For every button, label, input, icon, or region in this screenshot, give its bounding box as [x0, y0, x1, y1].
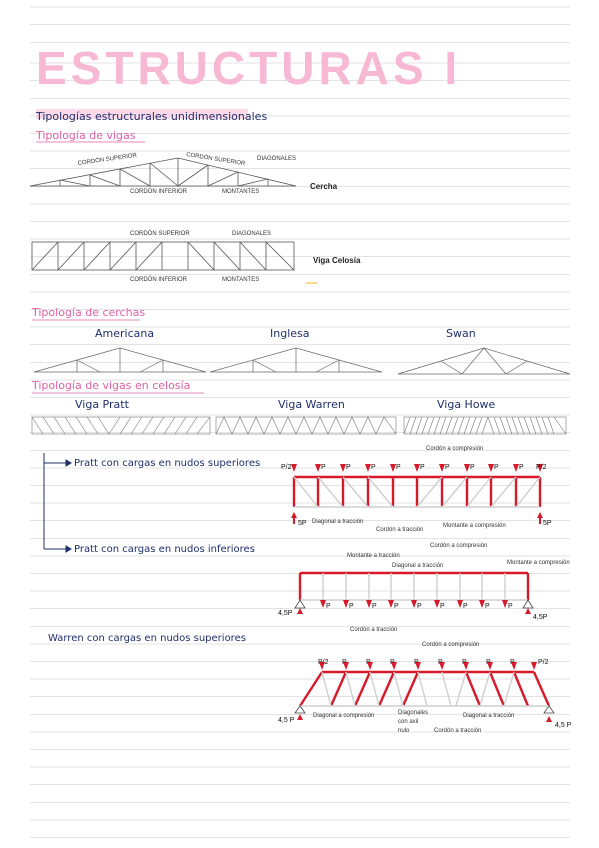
- load-p: P: [366, 659, 371, 666]
- label-cordon-superior-1: CORDÓN SUPERIOR: [77, 152, 138, 167]
- load-p: P: [510, 659, 515, 666]
- section-celosia: Tipología de vigas en celosía: [31, 379, 190, 392]
- load-p-half-right: P/2: [538, 659, 549, 666]
- label-diagonales-1: DIAGONALES: [257, 156, 296, 162]
- load-p: P: [396, 464, 401, 471]
- reaction-45p-left: 4,5P: [278, 610, 293, 617]
- cercha-name-inglesa: Inglesa: [270, 327, 310, 340]
- load-p: P: [342, 659, 347, 666]
- cercha-name-americana: Americana: [95, 327, 154, 340]
- load-p: P: [519, 464, 524, 471]
- load-p-half-left: P/2: [281, 464, 292, 471]
- section-vigas: Tipología de vigas: [35, 129, 136, 142]
- label-diagonal-compresion: Diagonal a compresión: [313, 713, 374, 719]
- label-montantes-2: MONTANTES: [222, 277, 259, 283]
- reaction-45p-right: 4,5 P: [555, 722, 572, 729]
- reaction-45p-right: 4,5P: [533, 614, 548, 621]
- load-p-half-left: P/2: [318, 659, 329, 666]
- case-pratt-superior: Pratt con cargas en nudos superiores: [74, 458, 260, 469]
- load-p: P: [485, 603, 490, 610]
- diagram-pratt-inferior: 4,5P 4,5P P P P P P P P P P Cordón a com…: [278, 543, 570, 633]
- label-cordon-superior-2: CORDÓN SUPERIOR: [186, 151, 247, 167]
- load-p: P: [440, 603, 445, 610]
- load-p: P: [463, 603, 468, 610]
- case-connector: [43, 453, 72, 553]
- subtitle-highlight: [36, 109, 248, 119]
- load-p: P: [394, 603, 399, 610]
- section-cerchas: Tipología de cerchas: [31, 306, 145, 319]
- load-p: P: [445, 464, 450, 471]
- label-cordon-inferior-1: CORDÓN INFERIOR: [130, 188, 188, 195]
- label-cordon-compresion: Cordón a compresión: [422, 642, 479, 648]
- label-con-axil: con axil: [398, 719, 418, 725]
- case-warren-superior: Warren con cargas en nudos superiores: [48, 633, 246, 644]
- label-cordon-superior-3: CORDÓN SUPERIOR: [130, 230, 190, 237]
- load-p: P: [417, 603, 422, 610]
- load-p: P: [462, 659, 467, 666]
- label-montante-compresion: Montante a compresión: [443, 523, 506, 529]
- load-p: P: [414, 659, 419, 666]
- load-p: P: [486, 659, 491, 666]
- load-p: P: [438, 659, 443, 666]
- reaction-5p-left: 5P: [298, 520, 307, 527]
- viga-celosia-truss: [31, 241, 295, 271]
- label-cordon-compresion: Cordón a compresión: [426, 446, 483, 452]
- label-diagonal-traccion: Diagonal a tracción: [312, 519, 363, 525]
- cercha-truss: [29, 157, 297, 187]
- load-p: P: [508, 603, 513, 610]
- celosia-types-drawing: [31, 416, 567, 435]
- reaction-45p-left: 4,5 P: [278, 717, 295, 724]
- label-diagonales: Diagonales: [398, 710, 428, 716]
- label-cordon-compresion: Cordón a compresión: [430, 543, 487, 549]
- cercha-types-drawing: [33, 347, 571, 375]
- label-cordon-inferior-2: CORDÓN INFERIOR: [130, 276, 188, 283]
- load-p-half-right: P/2: [536, 464, 547, 471]
- load-p: P: [349, 603, 354, 610]
- viga-name-warren: Viga Warren: [278, 398, 345, 411]
- cercha-name-swan: Swan: [446, 327, 476, 340]
- label-diagonales-2: DIAGONALES: [232, 231, 271, 237]
- label-montante-compresion: Montante a compresión: [507, 560, 570, 566]
- label-cordon-traccion: Cordón a tracción: [350, 627, 397, 633]
- label-nulo: nulo: [398, 728, 410, 734]
- load-p: P: [390, 659, 395, 666]
- load-p: P: [371, 464, 376, 471]
- label-cordon-traccion: Cordón a tracción: [376, 527, 423, 533]
- diagram-warren: P/2 P P P P P P P P P/2 4,5 P 4,5 P Cord…: [278, 642, 572, 734]
- label-diagonal-traccion: Diagonal a tracción: [392, 563, 443, 569]
- page-title: ESTRUCTURAS I: [36, 42, 461, 94]
- load-p: P: [470, 464, 475, 471]
- label-diagonal-traccion: Diagonal a tracción: [463, 713, 514, 719]
- viga-name-pratt: Viga Pratt: [75, 398, 130, 411]
- label-cercha: Cercha: [310, 182, 338, 191]
- load-p: P: [372, 603, 377, 610]
- load-p: P: [346, 464, 351, 471]
- subtitle: Tipologías estructurales unidimensionale…: [35, 110, 267, 123]
- viga-name-howe: Viga Howe: [437, 398, 496, 411]
- load-p: P: [326, 603, 331, 610]
- label-montante-traccion: Montante a tracción: [347, 553, 400, 559]
- label-viga-celosia: Viga Celosía: [313, 256, 361, 265]
- label-montantes-1: MONTANTES: [222, 189, 259, 195]
- reaction-5p-right: 5P: [543, 520, 552, 527]
- load-p: P: [420, 464, 425, 471]
- case-pratt-inferior: Pratt con cargas en nudos inferiores: [74, 544, 255, 555]
- load-p: P: [494, 464, 499, 471]
- load-p: P: [321, 464, 326, 471]
- label-cordon-traccion: Cordón a tracción: [434, 728, 481, 734]
- diagram-pratt-superior: P/2 P P P P P P P P P P/2 5P 5P Cordón a…: [281, 446, 552, 533]
